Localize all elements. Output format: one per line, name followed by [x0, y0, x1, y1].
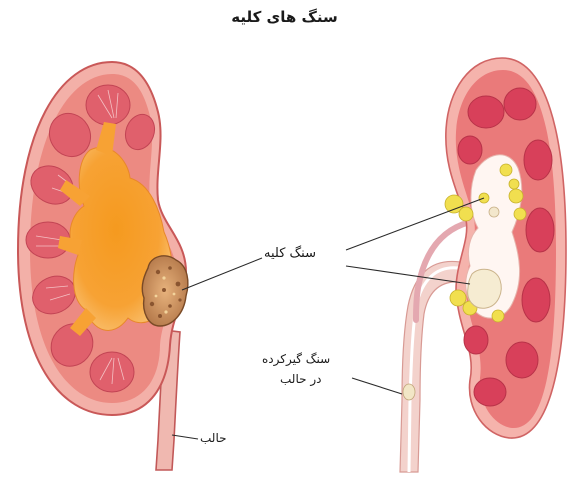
label-ureter: حالب	[200, 431, 227, 445]
left-kidney-stone	[142, 256, 188, 326]
pointer-lines	[172, 198, 484, 439]
label-stuck-stone-line2: در حالب	[280, 372, 321, 386]
pointer-stuck-stone	[352, 378, 402, 394]
right-pelvis-stone	[468, 269, 502, 308]
left-kidney	[18, 62, 188, 470]
pointer-ureter	[172, 435, 198, 439]
pointer-stone-left	[182, 258, 262, 290]
label-kidney-stone: سنگ کلیه	[264, 246, 316, 261]
label-stuck-stone-line1: سنگ گیرکرده	[262, 352, 330, 366]
right-kidney	[400, 58, 566, 472]
ureter-stuck-stone	[403, 384, 415, 400]
right-small-stone	[489, 207, 499, 217]
diagram-title: سنگ های کلیه	[0, 8, 569, 26]
